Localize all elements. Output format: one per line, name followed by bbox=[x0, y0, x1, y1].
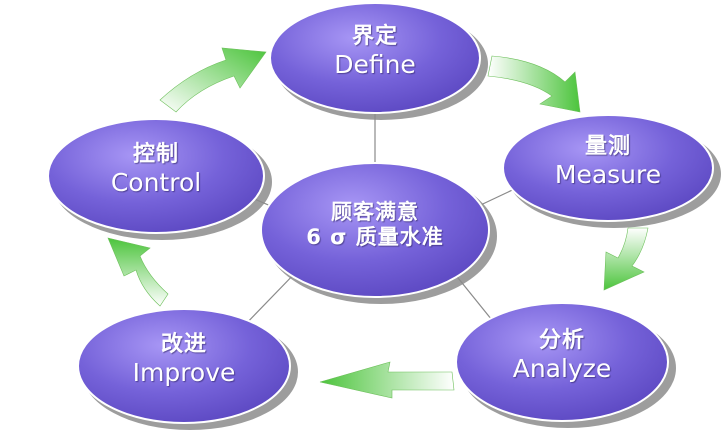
control-zh: 控制 bbox=[132, 142, 179, 167]
curved-arrow-icon bbox=[107, 237, 169, 307]
curved-arrow-icon bbox=[487, 55, 581, 113]
node-label-measure: 量测 Measure bbox=[528, 134, 688, 190]
define-en: Define bbox=[334, 50, 416, 80]
arrow-measure-to-analyze bbox=[603, 227, 649, 291]
arrow-improve-to-control bbox=[107, 237, 169, 307]
analyze-zh: 分析 bbox=[538, 328, 585, 353]
improve-zh: 改进 bbox=[160, 332, 207, 357]
connector-improve bbox=[239, 267, 301, 331]
nodes bbox=[47, 2, 714, 424]
node-analyze bbox=[455, 302, 669, 422]
define-zh: 界定 bbox=[351, 24, 398, 49]
node-center bbox=[260, 162, 490, 298]
node-label-define: 界定 Define bbox=[295, 24, 455, 80]
arrow-analyze-to-improve bbox=[319, 361, 455, 399]
node-control bbox=[47, 118, 265, 234]
node-measure bbox=[502, 114, 714, 222]
control-en: Control bbox=[110, 168, 202, 198]
node-label-analyze: 分析 Analyze bbox=[482, 328, 642, 384]
center-title: 顾客满意 bbox=[331, 200, 419, 224]
arrow-define-to-measure bbox=[487, 55, 581, 113]
node-label-control: 控制 Control bbox=[76, 142, 236, 198]
improve-en: Improve bbox=[132, 358, 236, 388]
node-label-improve: 改进 Improve bbox=[104, 332, 264, 388]
curved-arrow-icon bbox=[159, 47, 267, 113]
node-define bbox=[269, 2, 481, 114]
arrow-control-to-define bbox=[159, 47, 267, 113]
measure-zh: 量测 bbox=[584, 134, 631, 159]
curved-arrow-icon bbox=[603, 227, 649, 291]
analyze-en: Analyze bbox=[512, 354, 612, 384]
center-node-label: 顾客满意 6 σ 质量水准 bbox=[275, 200, 475, 250]
center-subtitle: 6 σ 质量水准 bbox=[306, 225, 444, 250]
node-improve bbox=[77, 308, 291, 424]
measure-en: Measure bbox=[554, 160, 662, 190]
straight-arrow-icon bbox=[319, 361, 455, 399]
